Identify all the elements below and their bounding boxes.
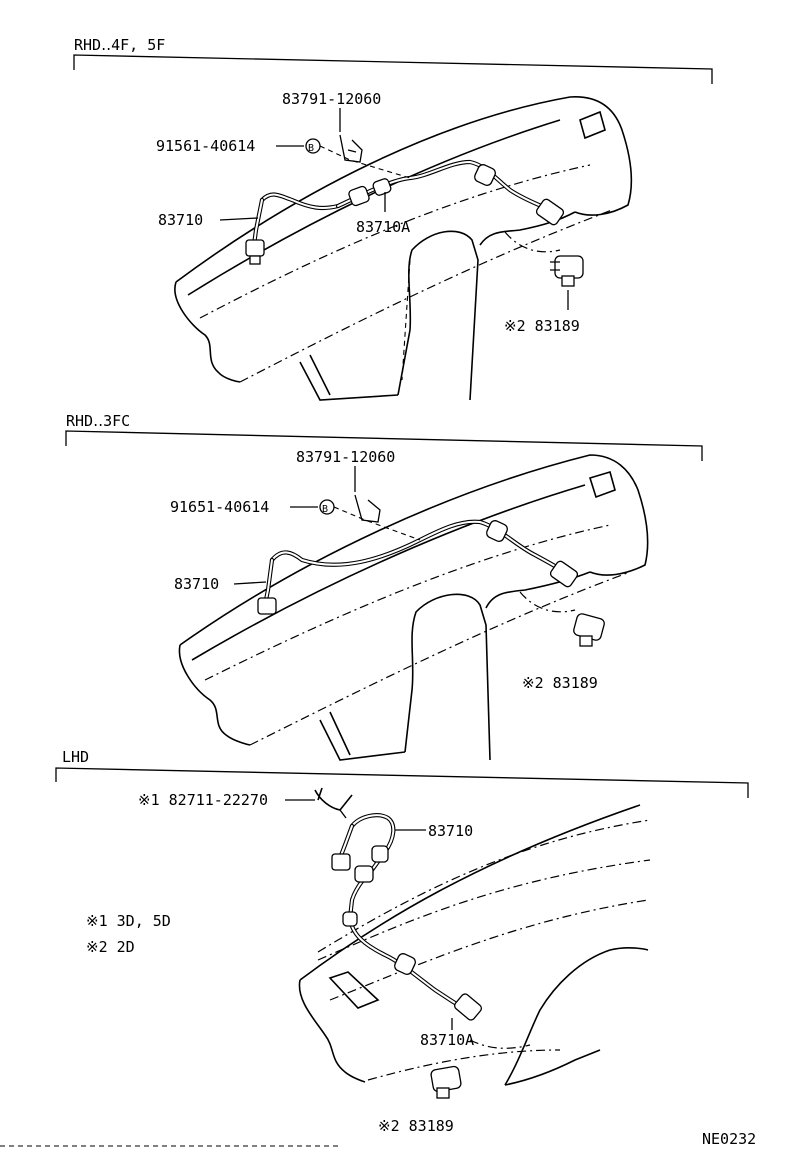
meter-connector xyxy=(245,239,265,257)
section-bracket-line xyxy=(73,54,713,84)
label-bolt: 91651-40614 xyxy=(170,498,269,516)
label-cable: 83710 xyxy=(174,575,219,593)
section-bracket-line xyxy=(55,767,749,798)
label-clamp: ※1 82711-22270 xyxy=(138,791,268,809)
section-title: RHD‥3FC xyxy=(66,412,130,430)
speedometer-cable-83710 xyxy=(331,813,396,921)
transmission-connector xyxy=(454,993,482,1021)
speedometer-cable-83710a xyxy=(335,159,565,226)
label-cable: 83710 xyxy=(428,822,473,840)
label-bolt: 91561-40614 xyxy=(156,137,255,155)
bolt-symbol: B xyxy=(308,143,314,154)
speedometer-cable-83710 xyxy=(245,192,341,265)
transmission-connector xyxy=(535,198,565,226)
transmission-connector xyxy=(549,560,579,588)
driven-gear-83189 xyxy=(550,255,584,287)
section-rhd-3fc: RHD‥3FC B xyxy=(65,412,703,761)
note-2: ※2 2D xyxy=(86,938,135,956)
label-gear: ※2 83189 xyxy=(522,674,598,692)
label-cable-a: 83710A xyxy=(420,1031,474,1049)
meter-connector xyxy=(331,853,351,871)
meter-connector xyxy=(257,597,277,615)
grommet xyxy=(486,520,508,542)
footnotes: ※1 3D, 5D ※2 2D xyxy=(86,912,171,956)
label-cable-a: 83710A xyxy=(356,218,410,236)
label-bracket: 83791-12060 xyxy=(296,448,395,466)
cable-bracket xyxy=(354,494,381,523)
label-gear: ※2 83189 xyxy=(504,317,580,335)
cable-clamp xyxy=(314,787,353,819)
driven-gear-83189 xyxy=(430,1065,462,1099)
dashboard-outline xyxy=(298,804,651,1086)
cable-bracket xyxy=(339,134,363,163)
grommet xyxy=(474,164,496,186)
bolt-symbol: B xyxy=(322,504,328,515)
speedometer-cable-83710a xyxy=(342,911,482,1021)
label-gear: ※2 83189 xyxy=(378,1117,454,1135)
driven-gear-83189 xyxy=(573,613,605,647)
diagram-code: NE0232 xyxy=(702,1130,756,1148)
section-title: LHD xyxy=(62,748,89,766)
section-lhd: LHD xyxy=(55,748,749,1135)
dashboard-outline xyxy=(178,454,649,761)
note-1: ※1 3D, 5D xyxy=(86,912,171,930)
section-bracket-line xyxy=(65,430,703,461)
speedometer-cable-83710 xyxy=(257,519,579,615)
section-rhd-4f-5f: RHD‥4F, 5F xyxy=(73,36,713,401)
grommet xyxy=(394,953,416,975)
section-title: RHD‥4F, 5F xyxy=(74,36,165,54)
label-cable: 83710 xyxy=(158,211,203,229)
joint-nut xyxy=(348,185,370,207)
label-bracket: 83791-12060 xyxy=(282,90,381,108)
